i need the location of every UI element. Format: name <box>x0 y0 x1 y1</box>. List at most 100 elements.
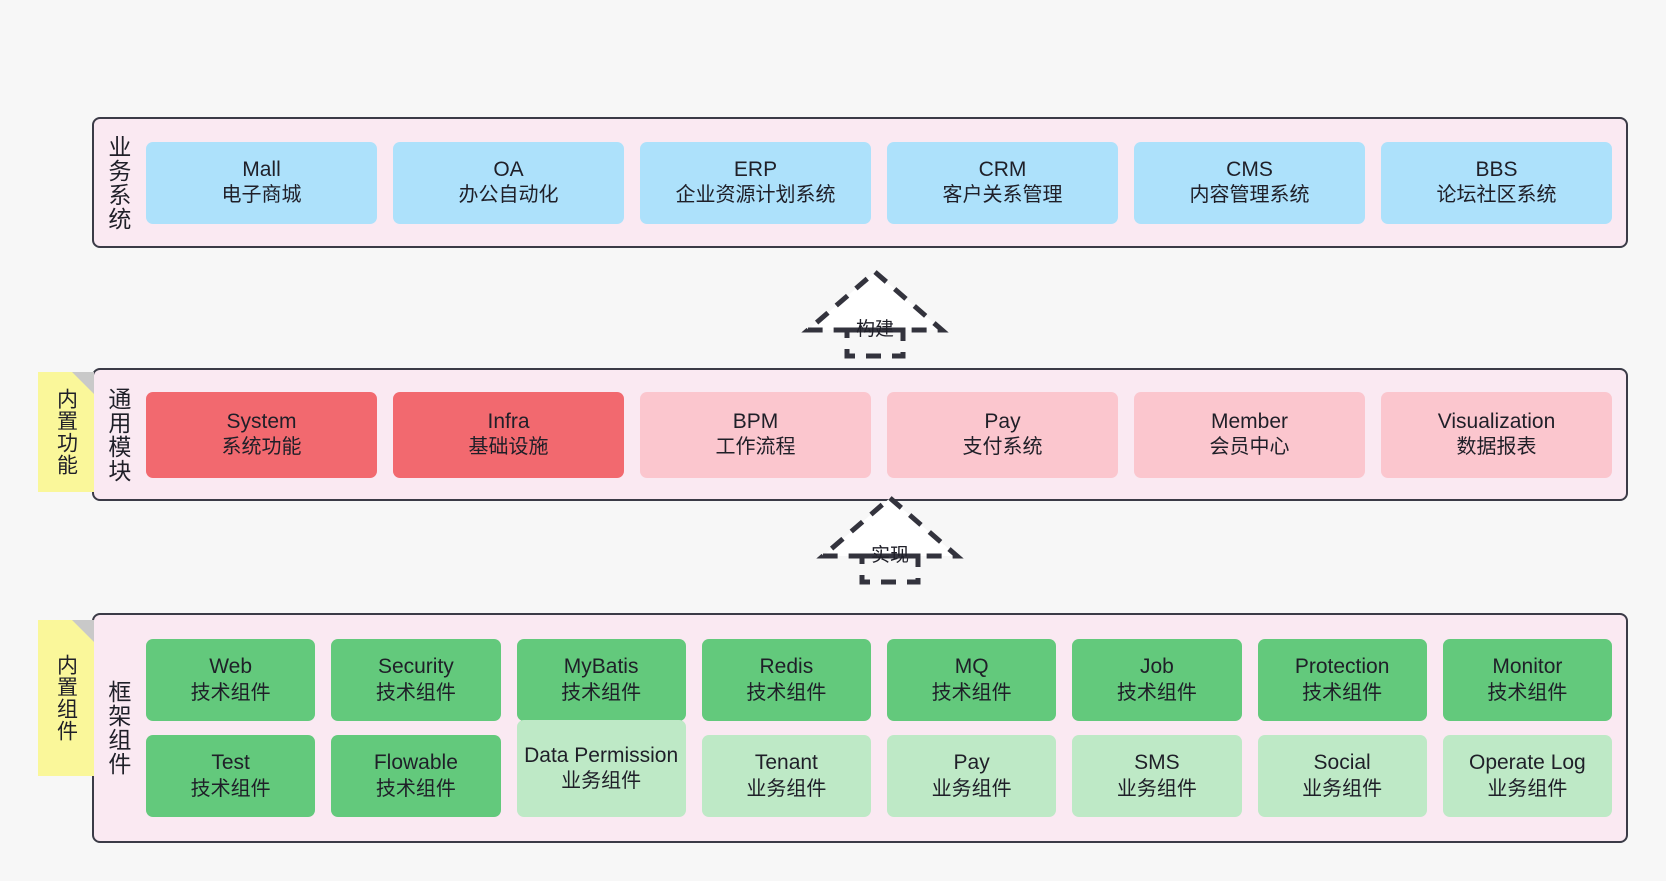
card-bpm[interactable]: BPM 工作流程 <box>640 391 871 478</box>
card-crm[interactable]: CRM 客户关系管理 <box>887 141 1118 224</box>
card-subtitle: 技术组件 <box>190 777 271 800</box>
card-sms[interactable]: SMS 业务组件 <box>1072 735 1242 817</box>
panel-business-system: 业务系统 Mall 电子商城 OA 办公自动化 ERP 企业资源计划系统 CRM… <box>92 117 1628 248</box>
card-title: Infra <box>487 409 530 433</box>
card-row-business: Mall 电子商城 OA 办公自动化 ERP 企业资源计划系统 CRM 客户关系… <box>146 141 1612 224</box>
card-system[interactable]: System 系统功能 <box>146 391 377 478</box>
panel-title-common-modules: 通用模块 <box>104 386 131 483</box>
panel-body-business-system: Mall 电子商城 OA 办公自动化 ERP 企业资源计划系统 CRM 客户关系… <box>140 119 1626 246</box>
card-row-common: System 系统功能 Infra 基础设施 BPM 工作流程 Pay 支付系统… <box>146 391 1612 478</box>
panel-title-framework-components: 框架组件 <box>104 680 131 776</box>
card-subtitle: 技术组件 <box>190 681 271 704</box>
panel-common-modules: 通用模块 System 系统功能 Infra 基础设施 BPM 工作流程 Pay… <box>92 368 1628 501</box>
card-subtitle: 业务组件 <box>746 777 827 800</box>
card-title: Protection <box>1294 655 1390 679</box>
card-subtitle: 系统功能 <box>221 436 302 459</box>
card-title: Security <box>377 655 454 679</box>
card-title: Pay <box>953 751 990 775</box>
card-subtitle: 论坛社区系统 <box>1436 184 1557 207</box>
sticky-note-builtin-features: 内置功能 <box>38 372 94 492</box>
card-member[interactable]: Member 会员中心 <box>1134 391 1365 478</box>
card-title: System <box>226 409 297 433</box>
panel-title-business-system: 业务系统 <box>104 134 131 231</box>
card-pay-business[interactable]: Pay 业务组件 <box>887 735 1057 817</box>
card-data-permission[interactable]: Data Permission 业务组件 <box>516 720 686 817</box>
card-title: Visualization <box>1437 409 1556 433</box>
arrow-head-triangle-icon <box>816 494 964 559</box>
connector-build: 构建 <box>800 268 950 359</box>
card-mall[interactable]: Mall 电子商城 <box>146 141 377 224</box>
card-infra[interactable]: Infra 基础设施 <box>393 391 624 478</box>
card-title: Member <box>1210 409 1289 433</box>
card-title: Test <box>211 751 250 775</box>
card-subtitle: 工作流程 <box>715 436 796 459</box>
card-title: Tenant <box>754 751 818 775</box>
card-subtitle: 技术组件 <box>931 681 1012 704</box>
connector-implement: 实现 <box>815 494 965 585</box>
card-title: BPM <box>732 409 779 433</box>
sticky-fold-corner-icon <box>72 372 94 394</box>
card-subtitle: 业务组件 <box>1487 777 1568 800</box>
card-title: Web <box>209 655 253 679</box>
card-subtitle: 业务组件 <box>931 777 1012 800</box>
card-title: Operate Log <box>1468 751 1586 775</box>
card-subtitle: 技术组件 <box>1116 681 1197 704</box>
card-title: Monitor <box>1492 655 1563 679</box>
card-subtitle: 企业资源计划系统 <box>675 184 836 207</box>
card-title: Pay <box>984 409 1021 433</box>
card-mq[interactable]: MQ 技术组件 <box>887 639 1057 721</box>
card-cms[interactable]: CMS 内容管理系统 <box>1134 141 1365 224</box>
card-flowable[interactable]: Flowable 技术组件 <box>331 735 501 817</box>
card-security[interactable]: Security 技术组件 <box>331 639 501 721</box>
card-operate-log[interactable]: Operate Log 业务组件 <box>1442 735 1612 817</box>
card-social[interactable]: Social 业务组件 <box>1257 735 1427 817</box>
card-subtitle: 数据报表 <box>1456 436 1537 459</box>
card-subtitle: 会员中心 <box>1209 436 1290 459</box>
card-title: Flowable <box>373 751 458 775</box>
card-subtitle: 技术组件 <box>375 681 456 704</box>
card-subtitle: 办公自动化 <box>458 184 559 207</box>
card-erp[interactable]: ERP 企业资源计划系统 <box>640 141 871 224</box>
card-subtitle: 技术组件 <box>375 777 456 800</box>
card-title: Data Permission <box>524 743 679 767</box>
card-title: SMS <box>1134 751 1180 775</box>
card-subtitle: 技术组件 <box>746 681 827 704</box>
card-mybatis[interactable]: MyBatis 技术组件 <box>516 639 686 721</box>
card-redis[interactable]: Redis 技术组件 <box>701 639 871 721</box>
card-subtitle: 技术组件 <box>1302 681 1383 704</box>
card-subtitle: 业务组件 <box>561 770 642 793</box>
panel-body-common-modules: System 系统功能 Infra 基础设施 BPM 工作流程 Pay 支付系统… <box>140 370 1626 499</box>
sticky-note-label: 内置功能 <box>54 388 78 476</box>
card-test[interactable]: Test 技术组件 <box>146 735 316 817</box>
connector-implement-label: 实现 <box>870 545 910 566</box>
card-title: ERP <box>733 157 778 181</box>
card-oa[interactable]: OA 办公自动化 <box>393 141 624 224</box>
connector-build-label: 构建 <box>855 319 895 340</box>
card-subtitle: 技术组件 <box>1487 681 1568 704</box>
card-job[interactable]: Job 技术组件 <box>1072 639 1242 721</box>
card-title: CRM <box>978 157 1027 181</box>
card-title: BBS <box>1475 157 1518 181</box>
card-subtitle: 业务组件 <box>1302 777 1383 800</box>
sticky-note-builtin-components: 内置组件 <box>38 620 94 776</box>
card-title: Redis <box>759 655 814 679</box>
panel-framework-components: 框架组件 Web 技术组件 Security 技术组件 MyBatis 技术组件… <box>92 613 1628 843</box>
arrow-head-triangle-icon <box>801 268 949 333</box>
card-bbs[interactable]: BBS 论坛社区系统 <box>1381 141 1612 224</box>
card-monitor[interactable]: Monitor 技术组件 <box>1442 639 1612 721</box>
arrow-stem-icon <box>859 553 921 585</box>
card-pay[interactable]: Pay 支付系统 <box>887 391 1118 478</box>
card-protection[interactable]: Protection 技术组件 <box>1257 639 1427 721</box>
card-subtitle: 支付系统 <box>962 436 1043 459</box>
card-title: MQ <box>954 655 989 679</box>
card-subtitle: 基础设施 <box>468 436 549 459</box>
card-title: CMS <box>1226 157 1273 181</box>
card-tenant[interactable]: Tenant 业务组件 <box>701 735 871 817</box>
card-subtitle: 电子商城 <box>221 184 302 207</box>
card-visualization[interactable]: Visualization 数据报表 <box>1381 391 1612 478</box>
card-web[interactable]: Web 技术组件 <box>146 639 316 721</box>
sticky-note-label: 内置组件 <box>54 654 78 742</box>
panel-body-framework-components: Web 技术组件 Security 技术组件 MyBatis 技术组件 Redi… <box>140 615 1626 841</box>
card-subtitle: 客户关系管理 <box>942 184 1063 207</box>
